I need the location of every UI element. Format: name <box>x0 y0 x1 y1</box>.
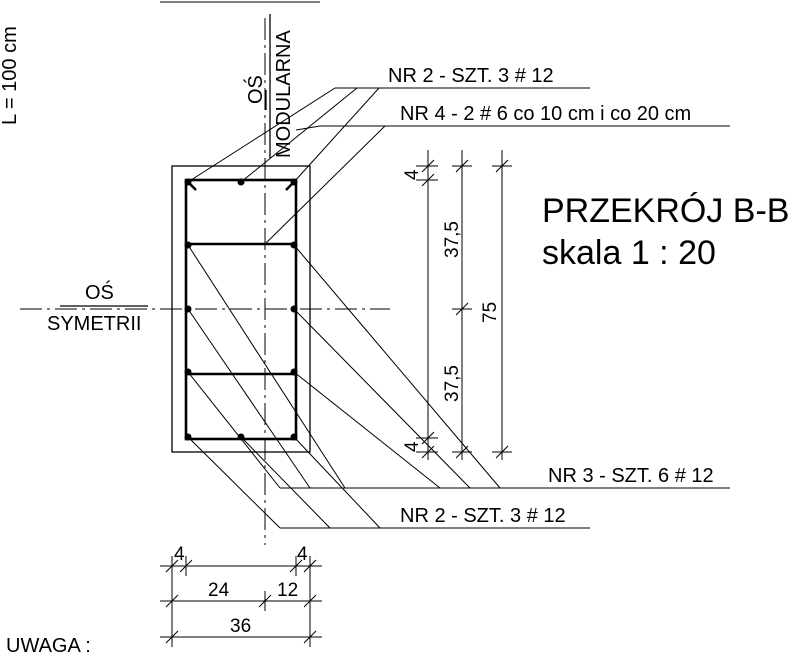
note-label: UWAGA : <box>6 635 91 652</box>
callout-nr3: NR 3 - SZT. 6 # 12 <box>548 465 714 487</box>
dim-cover-right: 4 <box>297 544 308 565</box>
leader-nr4 <box>264 125 730 245</box>
leader-nr2-bottom <box>187 436 590 529</box>
symmetry-axis-label: OŚ SYMETRII <box>47 280 148 335</box>
modular-axis-label: OŚ MODULARNA <box>243 14 295 158</box>
symmetry-name-text: SYMETRII <box>47 313 141 335</box>
modular-name-text: MODULARNA <box>273 30 295 158</box>
length-note-clipped: L = 100 cm <box>0 26 21 125</box>
scale-text: skala 1 : 20 <box>542 234 716 272</box>
concrete-section-outline <box>171 165 311 453</box>
dim-cover-top: 4 <box>402 169 423 180</box>
dim-cover-bottom: 4 <box>402 441 423 452</box>
leader-nr2-top <box>187 87 590 183</box>
modular-os-text: OŚ <box>243 75 267 104</box>
callout-nr2-bottom: NR 2 - SZT. 3 # 12 <box>400 505 566 527</box>
dim-half-top: 37,5 <box>442 221 463 258</box>
dim-part-left: 24 <box>208 580 230 601</box>
horizontal-dimensions <box>160 556 322 647</box>
callout-nr4: NR 4 - 2 # 6 co 10 cm i co 20 cm <box>400 103 691 125</box>
dim-cover-left: 4 <box>174 544 185 565</box>
callout-nr2-top: NR 2 - SZT. 3 # 12 <box>388 65 554 87</box>
symmetry-os-text: OŚ <box>85 280 114 304</box>
dim-total-width: 36 <box>230 616 251 637</box>
dim-half-bottom: 37,5 <box>442 365 463 402</box>
dim-total-height: 75 <box>480 302 501 323</box>
leader-nr3 <box>187 244 730 489</box>
section-title: PRZEKRÓJ B-B <box>542 192 789 230</box>
vertical-dimensions <box>416 150 512 460</box>
dim-part-right: 12 <box>277 580 298 601</box>
svg-text:L = 100 cm: L = 100 cm <box>0 26 21 125</box>
